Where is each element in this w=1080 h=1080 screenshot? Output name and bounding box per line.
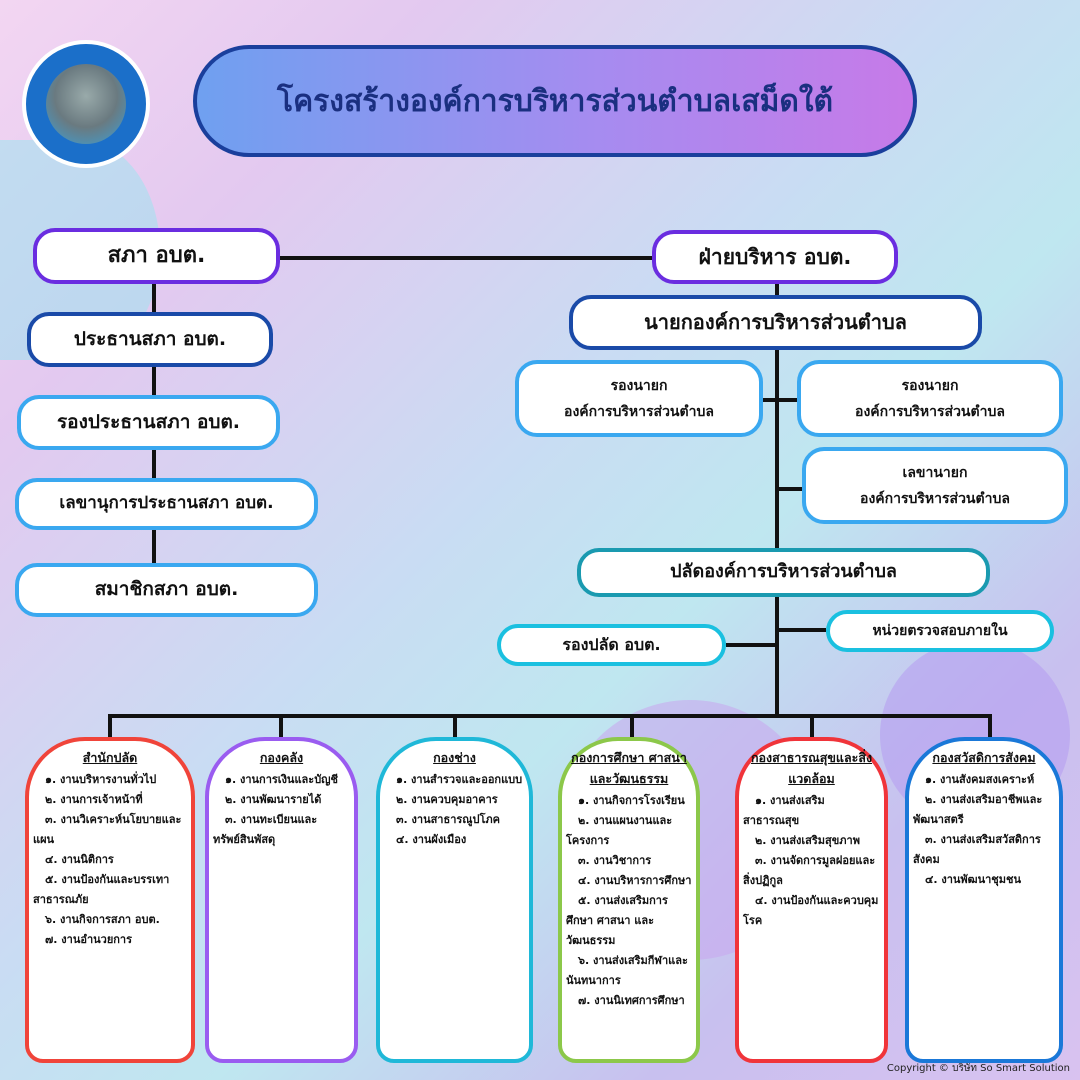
department-task: ๕. งานส่งเสริมการศึกษา ศาสนา และวัฒนธรรม	[566, 894, 668, 947]
vice-mayor-box: รองนายกองค์การบริหารส่วนตำบล	[515, 360, 763, 437]
connector-line	[726, 643, 777, 647]
mayor-secretary-org: องค์การบริหารส่วนตำบล	[860, 490, 1010, 507]
department-box: กองการศึกษา ศาสนา และวัฒนธรรม๑. งานกิจกา…	[558, 737, 700, 1063]
department-title: กองช่าง	[433, 750, 476, 765]
department-task: ๑. งานส่งเสริมสาธารณสุข	[743, 794, 825, 827]
connector-line	[630, 714, 634, 738]
council-box: สภา อบต.	[33, 228, 280, 284]
council-vice-chair-box: รองประธานสภา อบต.	[17, 395, 280, 450]
department-task: ๒. งานพัฒนารายได้	[225, 793, 322, 806]
department-task: ๔. งานบริหารการศึกษา	[578, 874, 692, 887]
connector-line	[775, 284, 779, 716]
department-task: ๔. งานนิติการ	[45, 853, 114, 866]
department-title: กองการศึกษา ศาสนา และวัฒนธรรม	[571, 750, 687, 786]
mayor-secretary-box: เลขานายกองค์การบริหารส่วนตำบล	[802, 447, 1068, 524]
page-title: โครงสร้างองค์การบริหารส่วนตำบลเสม็ดใต้	[193, 45, 917, 157]
department-box: กองช่าง๑. งานสำรวจและออกแบบ๒. งานควบคุมอ…	[376, 737, 533, 1063]
connector-line	[108, 714, 112, 738]
department-task: ๓. งานวิเคราะห์นโยบายและแผน	[33, 813, 182, 846]
elephant-emblem-icon	[46, 64, 126, 144]
department-task: ๒. งานส่งเสริมอาชีพและพัฒนาสตรี	[913, 793, 1043, 826]
department-task: ๑. งานบริหารงานทั่วไป	[45, 773, 157, 786]
department-title: กองสาธารณสุขและสิ่งแวดล้อม	[750, 750, 873, 786]
internal-audit-box: หน่วยตรวจสอบภายใน	[826, 610, 1054, 652]
department-task: ๓. งานสาธารณูปโภค	[396, 813, 500, 826]
department-task: ๓. งานทะเบียนและทรัพย์สินพัสดุ	[213, 813, 318, 846]
vice-mayor-title: รองนายก	[610, 377, 668, 394]
deputy-clerk-box: รองปลัด อบต.	[497, 624, 726, 666]
department-task: ๒. งานแผนงานและโครงการ	[566, 814, 673, 847]
department-task: ๖. งานส่งเสริมกีฬาและนันทนาการ	[566, 954, 688, 987]
mayor-box: นายกองค์การบริหารส่วนตำบล	[569, 295, 982, 350]
executive-box: ฝ่ายบริหาร อบต.	[652, 230, 898, 284]
department-task: ๓. งานส่งเสริมสวัสดิการสังคม	[913, 833, 1041, 866]
department-box: กองสาธารณสุขและสิ่งแวดล้อม๑. งานส่งเสริม…	[735, 737, 888, 1063]
department-box: กองสวัสดิการสังคม๑. งานสังคมสงเคราะห์๒. …	[905, 737, 1063, 1063]
council-chair-box: ประธานสภา อบต.	[27, 312, 273, 367]
connector-line	[763, 398, 797, 402]
department-task: ๔. งานผังเมือง	[396, 833, 467, 846]
connector-line	[777, 487, 802, 491]
connector-line	[810, 714, 814, 738]
department-title: กองสวัสดิการสังคม	[932, 750, 1036, 765]
council-members-box: สมาชิกสภา อบต.	[15, 563, 318, 617]
mayor-secretary-title: เลขานายก	[902, 464, 968, 481]
department-task: ๓. งานวิชาการ	[578, 854, 652, 867]
department-task: ๖. งานกิจการสภา อบต.	[45, 913, 160, 926]
copyright-text: Copyright © บริษัท So Smart Solution	[886, 1063, 1070, 1074]
connector-line	[988, 714, 992, 738]
vice-mayor-title: รองนายก	[901, 377, 959, 394]
connector-line	[280, 256, 652, 260]
department-task: ๔. งานป้องกันและควบคุมโรค	[743, 894, 879, 927]
department-task: ๑. งานกิจการโรงเรียน	[578, 794, 685, 807]
department-task: ๒. งานส่งเสริมสุขภาพ	[755, 834, 860, 847]
clerk-box: ปลัดองค์การบริหารส่วนตำบล	[577, 548, 990, 597]
department-task: ๒. งานการเจ้าหน้าที่	[45, 793, 143, 806]
vice-mayor-box: รองนายกองค์การบริหารส่วนตำบล	[797, 360, 1063, 437]
organization-logo	[22, 40, 150, 168]
vice-mayor-org: องค์การบริหารส่วนตำบล	[564, 403, 714, 420]
department-box: สำนักปลัด๑. งานบริหารงานทั่วไป๒. งานการเ…	[25, 737, 195, 1063]
connector-line	[108, 714, 992, 718]
connector-line	[777, 628, 826, 632]
connector-line	[279, 714, 283, 738]
department-task: ๗. งานนิเทศการศึกษา	[578, 994, 685, 1007]
connector-line	[453, 714, 457, 738]
department-title: สำนักปลัด	[82, 750, 138, 765]
department-task: ๓. งานจัดการมูลฝอยและสิ่งปฏิกูล	[743, 854, 876, 887]
department-task: ๑. งานสำรวจและออกแบบ	[396, 773, 523, 786]
department-task: ๔. งานพัฒนาชุมชน	[925, 873, 1021, 886]
department-task: ๑. งานการเงินและบัญชี	[225, 773, 339, 786]
department-task: ๒. งานควบคุมอาคาร	[396, 793, 498, 806]
department-task: ๕. งานป้องกันและบรรเทาสาธารณภัย	[33, 873, 170, 906]
department-task: ๑. งานสังคมสงเคราะห์	[925, 773, 1035, 786]
department-title: กองคลัง	[259, 750, 304, 765]
department-box: กองคลัง๑. งานการเงินและบัญชี๒. งานพัฒนาร…	[205, 737, 358, 1063]
council-secretary-box: เลขานุการประธานสภา อบต.	[15, 478, 318, 530]
department-task: ๗. งานอำนวยการ	[45, 933, 133, 946]
vice-mayor-org: องค์การบริหารส่วนตำบล	[855, 403, 1005, 420]
